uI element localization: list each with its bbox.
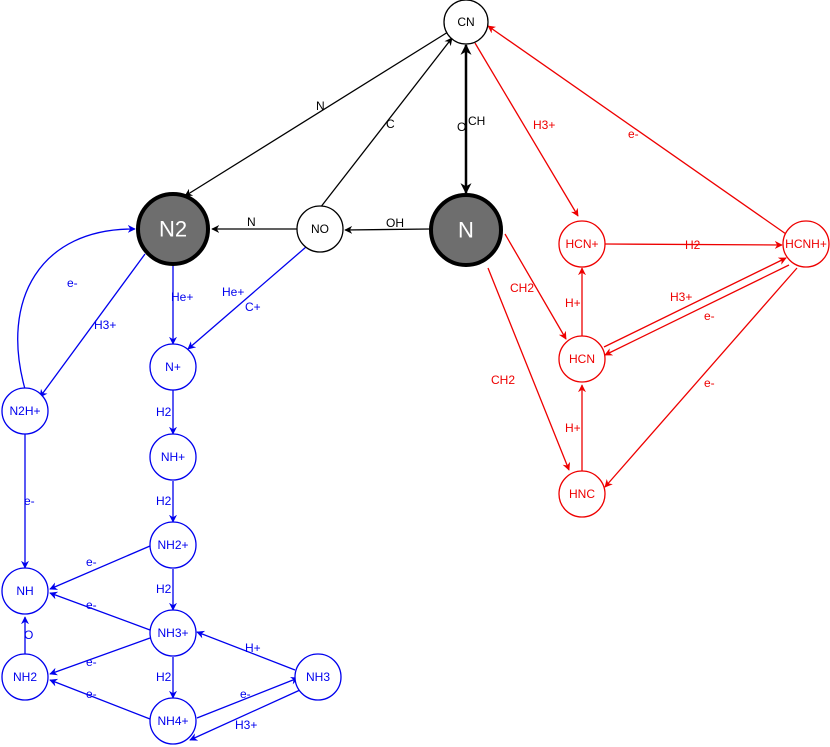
edge-hcnhp-hnc xyxy=(604,267,798,488)
edge-n-hcn xyxy=(504,233,567,340)
node-cn: CN xyxy=(443,0,489,45)
edge-nh3-nh4p xyxy=(189,689,301,741)
node-no: NO xyxy=(296,205,344,253)
edge-no-cn xyxy=(319,37,453,209)
node-hnc xyxy=(558,470,606,518)
node-hcnhp-label: HCNH+ xyxy=(785,237,827,251)
edge-nh4p-nh3 xyxy=(196,676,299,719)
node-n2: N2 xyxy=(136,192,210,266)
label-nh3p-nh: e- xyxy=(86,598,97,612)
label-nh2p-nh: e- xyxy=(86,555,97,569)
node-cn-label: CN xyxy=(457,15,474,29)
node-nh4p xyxy=(149,697,197,745)
label-hcnhp-hcn: e- xyxy=(704,309,715,323)
label-n-cn-o: O xyxy=(457,120,466,134)
label-no-np-a: He+ xyxy=(222,285,244,299)
node-nh3-label: NH3 xyxy=(306,670,330,684)
label-hcnhp-hnc: e- xyxy=(704,376,715,390)
label-no-n2: N xyxy=(247,215,256,229)
node-n-label: N xyxy=(458,218,474,243)
node-nh2 xyxy=(1,653,49,701)
edge-nh3p-nh2 xyxy=(49,637,151,676)
edge-hcnhp-hcn xyxy=(604,264,790,356)
label-nh3-nh3p: H+ xyxy=(245,641,261,655)
edge-hcn-hcnhp xyxy=(603,257,787,348)
label-hcn-hcnhp: H3+ xyxy=(670,290,692,304)
label-nh2-nh: O xyxy=(24,628,33,642)
node-nh-label: NH xyxy=(16,584,33,598)
node-nhp xyxy=(149,433,197,481)
label-hcn-hcnp: H+ xyxy=(565,296,581,310)
edge-n2hp-n2 xyxy=(17,224,136,390)
label-n2hp-n2: e- xyxy=(67,276,78,290)
node-nh2p xyxy=(149,521,197,569)
label-np-nhp: H2 xyxy=(156,405,172,419)
node-hcnp-label: HCN+ xyxy=(565,237,598,251)
edge-n-no xyxy=(344,225,431,234)
label-hnc-hcn: H+ xyxy=(565,421,581,435)
label-nh3p-nh4p: H2 xyxy=(156,670,172,684)
label-nh3-nh4p: H3+ xyxy=(235,718,257,732)
label-nh4p-nh3: e- xyxy=(240,687,251,701)
edge-no-np xyxy=(187,246,307,350)
node-n2-label: N2 xyxy=(159,217,187,242)
node-nh2p-label: NH2+ xyxy=(157,538,188,552)
node-n: N xyxy=(429,193,503,267)
label-nh4p-nh2: e- xyxy=(86,687,97,701)
label-no-np-b: C+ xyxy=(245,300,261,314)
node-nhp-label: NH+ xyxy=(161,450,185,464)
node-hnc-label: HNC xyxy=(569,487,595,501)
node-nh3 xyxy=(294,653,342,701)
edge-n2-n2hp xyxy=(39,253,146,398)
label-cn-hcnp: H3+ xyxy=(533,118,555,132)
node-n2hp-label: N2H+ xyxy=(9,404,40,418)
node-nh xyxy=(1,567,49,615)
label-n-no: OH xyxy=(386,216,404,230)
node-np-label: N+ xyxy=(165,360,181,374)
label-hcnp-hcnhp: H2 xyxy=(685,238,701,252)
label-n2-np: He+ xyxy=(171,290,193,304)
edge-cn-hcnp xyxy=(474,42,579,217)
label-n2hp-nh: e- xyxy=(24,494,35,508)
label-no-cn: C xyxy=(386,117,395,131)
label-n2-n2hp: H3+ xyxy=(94,318,116,332)
label-cn-n2: N xyxy=(316,99,325,113)
edge-hcnp-hcnhp xyxy=(604,240,783,249)
label-hcnhp-cn: e- xyxy=(628,127,639,141)
label-n-hcn: CH2 xyxy=(510,281,534,295)
node-n2hp xyxy=(1,387,49,435)
node-nh2-label: NH2 xyxy=(13,670,37,684)
node-no-label: NO xyxy=(311,222,329,236)
edge-nh4p-nh2 xyxy=(49,678,151,720)
edge-cn-n2 xyxy=(184,31,449,197)
label-n-hnc: CH2 xyxy=(491,373,515,387)
edge-hcnhp-cn xyxy=(487,25,787,235)
label-nh2p-nh3p: H2 xyxy=(156,582,172,596)
node-hcnhp xyxy=(782,220,830,268)
edge-n-hnc xyxy=(487,267,571,471)
label-nhp-nh2p: H2 xyxy=(156,494,172,508)
edge-nh2p-nh xyxy=(49,545,151,590)
node-hcn-label: HCN xyxy=(569,352,595,366)
node-nh3p xyxy=(149,609,197,657)
edge-nh3p-nh xyxy=(49,591,151,631)
node-hcnp xyxy=(558,220,606,268)
label-n-cn-ch: CH xyxy=(468,114,485,128)
label-nh3p-nh2: e- xyxy=(86,655,97,669)
node-nh3p-label: NH3+ xyxy=(157,626,188,640)
node-nh4p-label: NH4+ xyxy=(157,714,188,728)
node-hcn xyxy=(558,335,606,383)
node-np xyxy=(149,343,197,391)
edge-nh3-nh3p xyxy=(196,630,296,671)
